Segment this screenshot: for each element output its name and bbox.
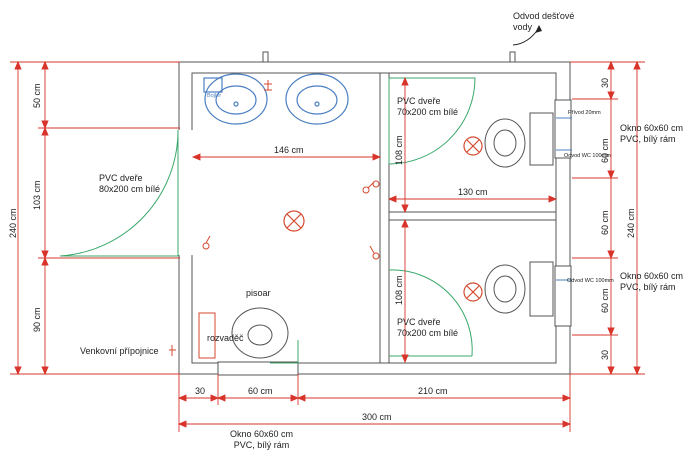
dim-right-lower-window: 60 cm [600,288,610,313]
dim-right-bottom: 30 [600,349,610,360]
windows [217,99,572,376]
urinal-label: pisoar [246,288,271,298]
boiler-label: Bojler [207,93,222,99]
toilets [198,112,554,359]
dimension-lines [10,60,645,432]
drain-arrowhead [535,25,542,33]
sinks [203,73,349,125]
window-bottom-label: Okno 60x60 cm PVC, bílý rám [230,429,294,450]
vent-wc1-label: Odvod WC 100mm [564,153,611,159]
vent-top-label: Přívod 20mm [568,110,601,116]
dim-left-top: 50 cm [32,83,42,108]
switches [169,80,380,356]
main-door-label: PVC dveře 80x200 cm bílé [99,173,161,194]
doors [59,77,476,364]
distribution-box-label: rozvaděč [207,333,244,343]
dim-left-bottom: 90 cm [32,307,42,332]
vent-wc2-label: Odvod WC 100mm [567,278,614,284]
dim-left-total: 240 cm [8,208,18,238]
dim-bottom-total: 300 cm [362,412,392,422]
dim-wc-top-height: 108 cm [394,135,404,165]
pipe-connections [556,117,572,281]
window-top-right-label: Okno 60x60 cm PVC, bílý rám [620,123,684,144]
dim-bottom-first: 30 [195,386,206,396]
dim-bottom-rest: 210 cm [418,386,448,396]
dim-wc-bottom-height: 108 cm [394,275,404,305]
dim-right-upper-window: 60 cm [600,138,610,163]
dim-bottom-window: 60 cm [248,386,273,396]
dim-wc-width: 130 cm [458,187,488,197]
dim-right-middle: 60 cm [600,210,610,235]
window-bottom-right-label: Okno 60x60 cm PVC, bílý rám [620,271,684,292]
external-connection-label: Venkovní přípojnice [80,346,159,356]
dim-right-top: 30 [600,77,610,88]
dim-right-total: 240 cm [626,208,636,238]
top-wc-door-label: PVC dveře 70x200 cm bílé [397,96,459,117]
dim-left-middle: 103 cm [32,180,42,210]
outer-walls [178,51,571,375]
dim-inner-width: 146 cm [274,145,304,155]
drain-label: Odvod dešťové vody [513,11,575,32]
main-door-gap [178,130,193,255]
bottom-wc-door-label: PVC dveře 70x200 cm bílé [397,317,459,338]
light-fixtures [283,136,483,302]
